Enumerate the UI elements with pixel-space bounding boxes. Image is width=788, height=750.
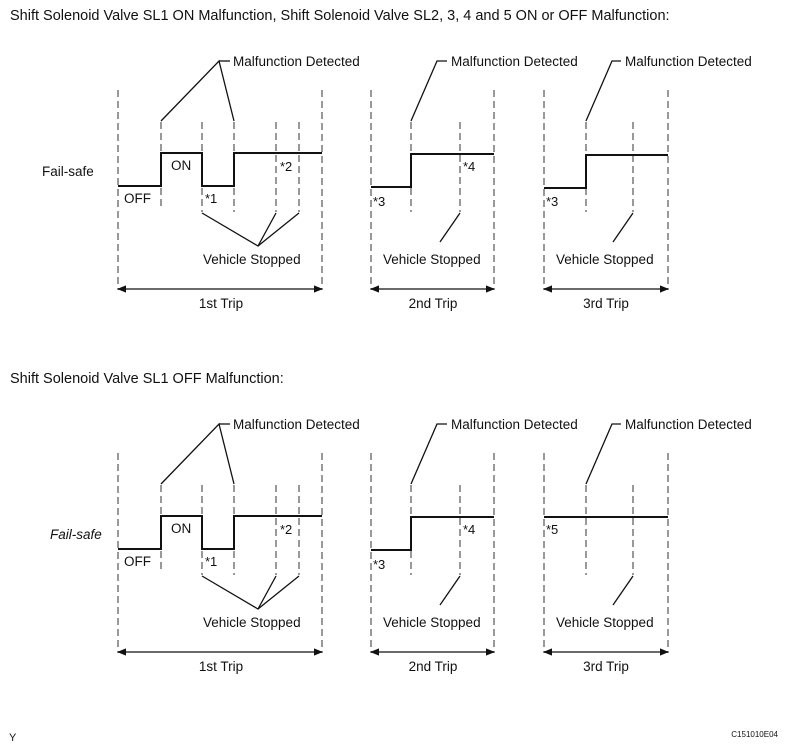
stopped-leader	[257, 212, 300, 247]
note-2: *2	[280, 522, 292, 537]
malfunction-detected-label: Malfunction Detected	[625, 54, 752, 69]
note-3: *3	[373, 557, 385, 572]
malfunction-leader	[160, 422, 235, 485]
trip-label: 1st Trip	[199, 296, 243, 311]
stopped-leader	[439, 575, 461, 606]
trip-3-diagram: *3 Malfunction Detected Vehicle Stopped …	[543, 54, 752, 311]
trip-label: 2nd Trip	[409, 296, 458, 311]
note-3: *3	[373, 194, 385, 209]
vehicle-stopped-label: Vehicle Stopped	[203, 615, 301, 630]
malfunction-leader	[410, 60, 447, 122]
malfunction-leader	[160, 59, 235, 122]
note-4: *4	[463, 159, 475, 174]
note-5: *5	[546, 522, 558, 537]
fail-safe-signal	[118, 152, 322, 187]
fail-safe-label: Fail-safe	[42, 164, 94, 179]
section-1: Shift Solenoid Valve SL1 ON Malfunction,…	[10, 8, 752, 311]
stopped-leader	[257, 575, 300, 610]
off-label: OFF	[124, 191, 151, 206]
vehicle-stopped-label: Vehicle Stopped	[383, 252, 481, 267]
trip-2-diagram: *3 *4 Malfunction Detected Vehicle Stopp…	[370, 417, 578, 674]
section-title: Shift Solenoid Valve SL1 OFF Malfunction…	[10, 371, 284, 387]
trip-label: 2nd Trip	[409, 659, 458, 674]
note-3: *3	[546, 194, 558, 209]
trip-1-diagram: Fail-safe OFF ON *1 *2 Malfunction Detec…	[50, 417, 360, 674]
malfunction-detected-label: Malfunction Detected	[625, 417, 752, 432]
malfunction-leader	[410, 423, 447, 485]
fail-safe-signal	[118, 515, 322, 550]
fail-safe-signal	[544, 154, 668, 189]
note-1: *1	[205, 554, 217, 569]
malfunction-leader	[585, 60, 621, 122]
figure-code: C151010E04	[731, 730, 778, 739]
trip-1-diagram: Fail-safe OFF ON *1 *2 Malfunction Detec…	[42, 54, 360, 311]
vehicle-stopped-label: Vehicle Stopped	[203, 252, 301, 267]
trip-3-diagram: *5 Malfunction Detected Vehicle Stopped …	[543, 417, 752, 674]
malfunction-detected-label: Malfunction Detected	[233, 54, 360, 69]
vehicle-stopped-label: Vehicle Stopped	[383, 615, 481, 630]
vehicle-stopped-label: Vehicle Stopped	[556, 615, 654, 630]
trip-2-diagram: *3 *4 Malfunction Detected Vehicle Stopp…	[370, 54, 578, 311]
off-label: OFF	[124, 554, 151, 569]
fail-safe-label: Fail-safe	[50, 527, 102, 542]
stopped-leader	[612, 212, 634, 243]
stopped-leader	[439, 212, 461, 243]
trip-label: 3rd Trip	[583, 296, 629, 311]
fail-safe-signal	[371, 516, 494, 551]
note-4: *4	[463, 522, 475, 537]
on-label: ON	[171, 521, 191, 536]
fail-safe-signal	[371, 153, 494, 188]
malfunction-detected-label: Malfunction Detected	[233, 417, 360, 432]
malfunction-leader	[585, 423, 621, 485]
stopped-leader	[612, 575, 634, 606]
note-2: *2	[280, 159, 292, 174]
footer-left-mark: Y	[9, 732, 17, 744]
trip-label: 1st Trip	[199, 659, 243, 674]
trip-label: 3rd Trip	[583, 659, 629, 674]
section-title: Shift Solenoid Valve SL1 ON Malfunction,…	[10, 8, 670, 24]
note-1: *1	[205, 191, 217, 206]
malfunction-detected-label: Malfunction Detected	[451, 417, 578, 432]
on-label: ON	[171, 158, 191, 173]
vehicle-stopped-label: Vehicle Stopped	[556, 252, 654, 267]
section-2: Shift Solenoid Valve SL1 OFF Malfunction…	[10, 371, 752, 674]
malfunction-detected-label: Malfunction Detected	[451, 54, 578, 69]
